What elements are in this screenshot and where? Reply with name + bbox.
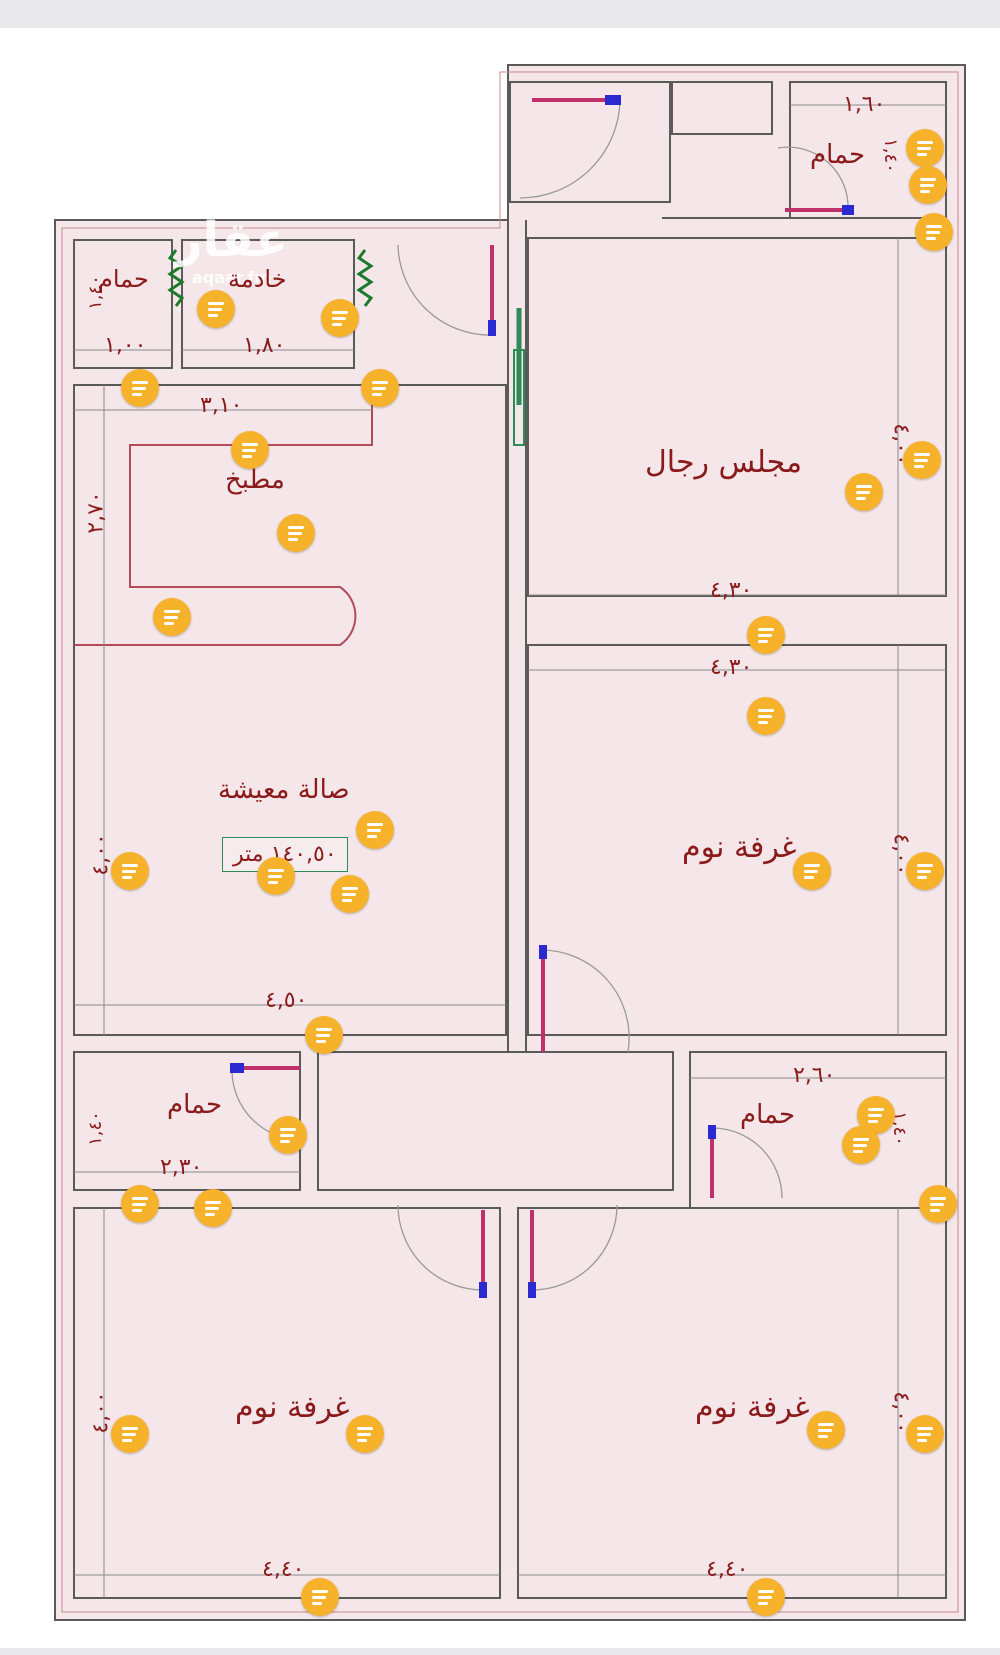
room-label-kitchen: مطبخ (225, 465, 285, 495)
dim-bath-top-left-depth: ١,٤٠ (84, 275, 106, 310)
dim-living-depth: ٤,٠٠ (88, 833, 114, 876)
room-label-bath-top-left: حمام (98, 265, 149, 293)
comment-marker-icon[interactable] (903, 441, 941, 479)
comment-marker-icon[interactable] (793, 852, 831, 890)
building-floor (54, 64, 966, 1621)
comment-marker-icon[interactable] (807, 1411, 845, 1449)
comment-marker-icon[interactable] (346, 1415, 384, 1453)
dim-kitchen-depth: ٢,٧٠ (83, 491, 109, 534)
comment-marker-icon[interactable] (356, 811, 394, 849)
comment-marker-icon[interactable] (111, 1415, 149, 1453)
comment-marker-icon[interactable] (361, 369, 399, 407)
maid-walls (181, 239, 355, 369)
dim-bath-top-right-width: ١,٦٠ (843, 92, 886, 117)
bed-right-upper-walls (527, 644, 947, 1036)
room-label-bed-right-lower: غرفة نوم (695, 1390, 810, 1425)
comment-marker-icon[interactable] (121, 369, 159, 407)
dim-bath-top-right-depth: ١,٤٠ (879, 138, 901, 173)
room-label-majlis: مجلس رجال (645, 445, 803, 480)
comment-marker-icon[interactable] (197, 290, 235, 328)
comment-marker-icon[interactable] (906, 852, 944, 890)
comment-marker-icon[interactable] (305, 1016, 343, 1054)
dim-bath-top-left-width: ١,٠٠ (104, 333, 147, 358)
watermark-text: عقار (175, 212, 288, 268)
bed-left-lower-walls (73, 1207, 501, 1599)
dim-maid-width: ١,٨٠ (243, 333, 286, 358)
kitchen-counter (74, 385, 373, 646)
dim-bath-mid-left-width: ٢,٣٠ (160, 1155, 203, 1180)
room-label-bath-mid-right: حمام (740, 1100, 796, 1130)
comment-marker-icon[interactable] (919, 1185, 957, 1223)
dim-majlis-width: ٤,٣٠ (710, 578, 753, 603)
room-label-bath-mid-left: حمام (167, 1090, 223, 1120)
comment-marker-icon[interactable] (301, 1578, 339, 1616)
dim-kitchen-width: ٣,١٠ (200, 393, 243, 418)
watermark-sub: aqaar.fm (191, 268, 272, 287)
room-label-bed-right-upper: غرفة نوم (682, 830, 797, 865)
comment-marker-icon[interactable] (321, 299, 359, 337)
comment-marker-icon[interactable] (842, 1126, 880, 1164)
comment-marker-icon[interactable] (121, 1185, 159, 1223)
room-label-bath-top-right: حمام (810, 140, 866, 170)
comment-marker-icon[interactable] (747, 697, 785, 735)
bed-right-lower-walls (517, 1207, 947, 1599)
room-label-living: صالة معيشة (218, 775, 350, 805)
comment-marker-icon[interactable] (845, 473, 883, 511)
comment-marker-icon[interactable] (111, 852, 149, 890)
comment-marker-icon[interactable] (277, 514, 315, 552)
comment-marker-icon[interactable] (257, 857, 295, 895)
dim-bath-mid-right-width: ٢,٦٠ (793, 1063, 836, 1088)
dim-bed-right-upper-width: ٤,٣٠ (710, 655, 753, 680)
dim-bath-mid-left-depth: ١,٤٠ (84, 1111, 106, 1146)
dim-living-width: ٤,٥٠ (265, 988, 308, 1013)
watermark-logo: عقار aqaar.fm (175, 212, 288, 287)
comment-marker-icon[interactable] (906, 129, 944, 167)
comment-marker-icon[interactable] (915, 213, 953, 251)
room-label-bed-left-lower: غرفة نوم (235, 1390, 350, 1425)
comment-marker-icon[interactable] (194, 1189, 232, 1227)
dim-bed-left-lower-width: ٤,٤٠ (262, 1557, 305, 1582)
comment-marker-icon[interactable] (269, 1116, 307, 1154)
bath-top-left-walls (73, 239, 173, 369)
comment-marker-icon[interactable] (231, 431, 269, 469)
comment-marker-icon[interactable] (153, 598, 191, 636)
comment-marker-icon[interactable] (331, 875, 369, 913)
comment-marker-icon[interactable] (747, 1578, 785, 1616)
dim-bed-right-lower-width: ٤,٤٠ (706, 1557, 749, 1582)
dim-bed-left-lower-depth: ٤,٠٠ (88, 1391, 114, 1434)
corridor-walls (317, 1051, 674, 1191)
comment-marker-icon[interactable] (747, 616, 785, 654)
room-label-maid: خادمة (228, 265, 287, 293)
comment-marker-icon[interactable] (909, 166, 947, 204)
comment-marker-icon[interactable] (906, 1415, 944, 1453)
